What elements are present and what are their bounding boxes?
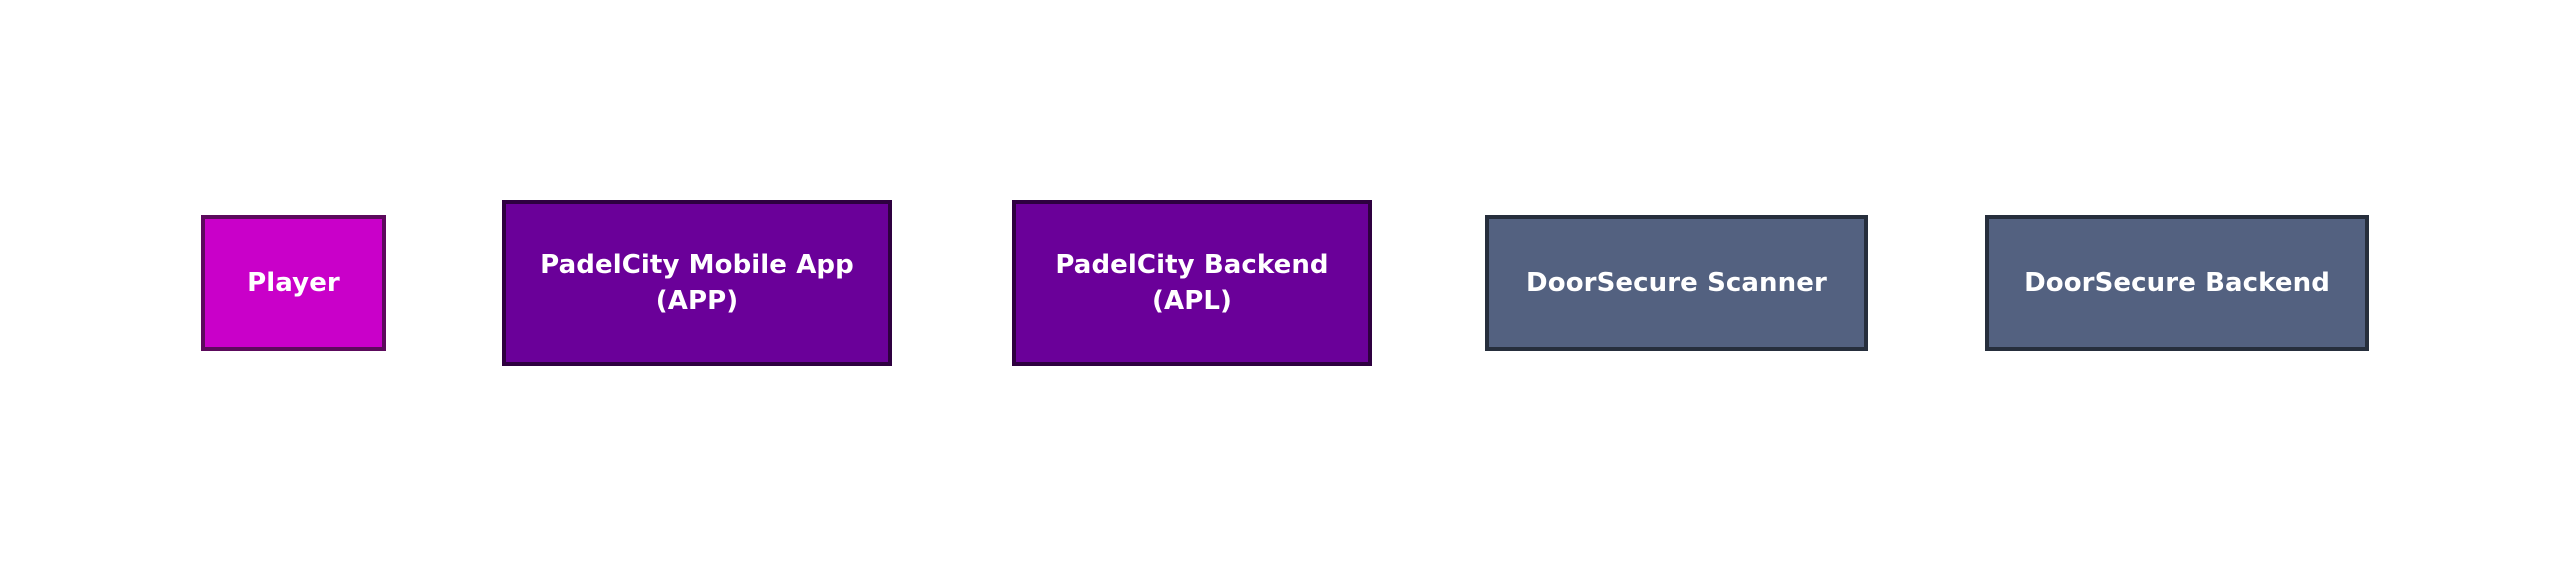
participant-doorsecure-backend-label: DoorSecure Backend [2024, 268, 2330, 298]
participant-player[interactable]: Player [201, 215, 386, 351]
participant-player-label: Player [247, 268, 340, 298]
participant-padelcity-backend[interactable]: PadelCity Backend (APL) [1012, 200, 1372, 366]
participant-doorsecure-scanner-label: DoorSecure Scanner [1526, 268, 1827, 298]
participant-padelcity-backend-label: PadelCity Backend (APL) [1055, 250, 1329, 316]
participant-doorsecure-scanner[interactable]: DoorSecure Scanner [1485, 215, 1868, 351]
participant-doorsecure-backend[interactable]: DoorSecure Backend [1985, 215, 2369, 351]
participant-padelcity-mobile-app[interactable]: PadelCity Mobile App (APP) [502, 200, 892, 366]
participant-padelcity-mobile-app-label: PadelCity Mobile App (APP) [540, 250, 854, 316]
